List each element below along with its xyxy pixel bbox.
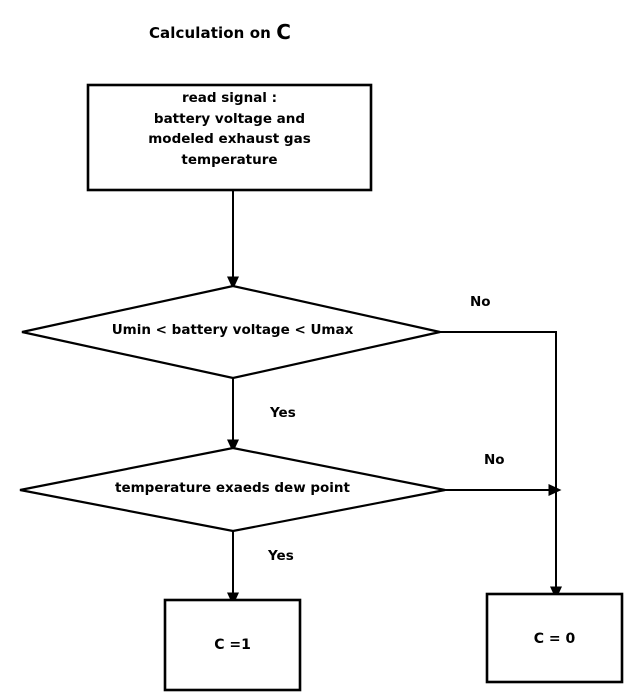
node-result-c0	[485, 592, 624, 684]
node-read-signal	[86, 83, 373, 192]
node-result-c1	[163, 598, 302, 692]
node-decision-voltage	[21, 284, 441, 380]
node-decision-temperature	[19, 446, 446, 533]
edge-voltage-no-to-c0	[440, 331, 562, 600]
